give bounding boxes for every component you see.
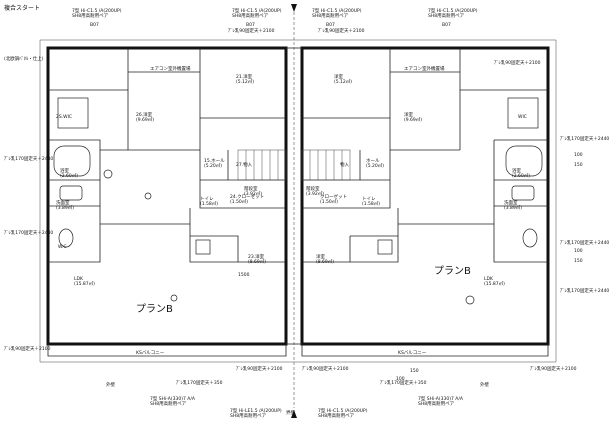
left-stair-label: 階段室(3.92㎡) <box>244 185 262 197</box>
right-side-dim-2: ｱﾞﾚ乳170固定天＋2440 <box>560 239 609 246</box>
top-window-labels: 7型 Hi-C1.5 /A(200UP)SH8用高耐用ペア B07 7型 Hi-… <box>4 7 541 66</box>
toilet-right <box>522 228 538 248</box>
balcony-right: KSバルコニー <box>398 350 427 356</box>
bottom-dim-1: ｱﾞﾚ乳170固定天＋350 <box>176 379 223 386</box>
left-plan-name: プランB <box>136 303 173 315</box>
right-room-mid: 洋室(9.69㎡) <box>404 111 422 123</box>
left-room-23: 23.洋室(8.69㎡) <box>248 253 266 265</box>
top-dim-1: ｱﾞﾚ乳90固定天＋2100 <box>228 27 275 34</box>
top-sub-2: B07 <box>246 22 255 28</box>
top-label-1: 7型 Hi-C1.5 /A(200UP)SH8用高耐用ペア <box>72 7 122 19</box>
top-right-dim: ｱﾞﾚ乳90固定天＋2100 <box>494 59 541 66</box>
right-stair <box>301 149 351 181</box>
right-bath: 浴室(2.60㎡) <box>512 167 530 179</box>
sink-right <box>377 239 393 255</box>
right-aircon-label: エアコン室外機置場 <box>404 65 445 72</box>
right-room-labels: エアコン室外機置場 洋室(5.12㎡) 洋室(9.69㎡) ホール(5.20㎡)… <box>306 65 530 287</box>
balcony-left: KSバルコニー <box>136 350 165 356</box>
bathtub-left <box>53 145 91 177</box>
right-unit-fixtures <box>377 97 543 305</box>
top-sub-4: B07 <box>442 22 451 28</box>
wic-right <box>507 97 539 129</box>
left-storage: 27.物入 <box>236 161 253 168</box>
bathtub-right <box>505 145 543 177</box>
right-stair-label: 階段室(3.92㎡) <box>306 185 324 197</box>
right-room-top: 洋室(5.12㎡) <box>334 73 352 85</box>
top-left-note: (北欧調ﾊﾟﾈﾙ・仕上) <box>4 55 44 62</box>
left-room-labels: エアコン室外機置場 21.洋室(5.12㎡) 2S.WIC 26.洋室(9.69… <box>56 65 266 315</box>
left-unit-fixtures <box>53 97 211 302</box>
top-dim-2: ｱﾞﾚ乳90固定天＋2100 <box>318 27 365 34</box>
left-stair <box>237 149 287 181</box>
left-wc: W.C <box>58 244 67 250</box>
top-label-2: 7型 Hi-C1.5 /A(200UP)SH8用高耐用ペア <box>232 7 282 19</box>
right-mark-2: 150 <box>574 162 583 168</box>
line-1500: 1500 <box>238 272 250 278</box>
center-axis-marker-top <box>291 4 297 12</box>
top-label-4: 7型 Hi-C1.5 /A(200UP)SH8用高耐用ペア <box>428 7 478 19</box>
left-ldk: LDK(15.87㎡) <box>74 276 95 287</box>
bottom-label-2: 7型 Hi-LE1.5 /A(200UP)SH8用高耐用ペア <box>230 407 282 419</box>
right-wic: WIC <box>518 114 527 120</box>
balcony-dim-left: ｱﾞﾚ乳90固定天＋2100 <box>236 365 283 372</box>
top-sub-1: B07 <box>90 22 99 28</box>
bottom-label-3: 7型 Hi-C1.5 /A(200UP)SH8用高耐用ペア <box>318 407 368 419</box>
right-ldk: LDK(15.87㎡) <box>484 276 505 287</box>
outer-wall-right: 外壁 <box>480 381 489 388</box>
right-mark-3: 100 <box>574 248 583 254</box>
left-aircon-label: エアコン室外機置場 <box>150 65 191 72</box>
corner-note: 複合スタート <box>4 4 40 12</box>
left-side-dim-2: ｱﾞﾚ乳170固定天＋2440 <box>4 229 53 236</box>
right-hall: ホール(5.20㎡) <box>366 158 384 169</box>
toilet-left <box>58 228 74 248</box>
left-hall: 15.ホール(5.20㎡) <box>204 158 225 169</box>
left-toilet: トイレ(1.58㎡) <box>200 197 218 207</box>
right-plan-name: プランB <box>434 265 471 277</box>
left-wash: 洗面室(3.89㎡) <box>56 199 74 211</box>
center-axis-marker-bottom <box>291 410 297 418</box>
right-mark-1: 100 <box>574 152 583 158</box>
right-storage: 物入 <box>340 161 349 168</box>
right-bottom-dim: ｱﾞﾚ乳90固定天＋2100 <box>530 365 577 372</box>
label-150: 150 <box>410 368 419 374</box>
right-closet: クローゼット(1.50㎡) <box>320 193 347 205</box>
right-toilet: トイレ(1.58㎡) <box>362 197 380 207</box>
outer-wall-left: 外壁 <box>106 381 115 388</box>
right-mark-4: 150 <box>574 258 583 264</box>
left-bath: 浴室(2.60㎡) <box>60 167 78 179</box>
left-bottom-dim: ｱﾞﾚ乳90固定天＋2100 <box>4 345 51 352</box>
left-side-dim-1: ｱﾞﾚ乳170固定天＋2440 <box>4 155 53 162</box>
label-100: 100 <box>396 376 405 382</box>
center-mark-bottom: 界壁 <box>286 409 295 416</box>
right-unit-walls <box>302 48 548 263</box>
left-closet: 24.クローゼット(1.50㎡) <box>230 193 264 205</box>
left-room-21: 21.洋室(5.12㎡) <box>236 73 254 85</box>
wash-basin-left <box>59 185 83 201</box>
balcony-band <box>47 344 549 357</box>
left-room-wic-upper: 2S.WIC <box>56 114 72 120</box>
right-side-dim-3: ｱﾞﾚ乳170固定天＋2440 <box>560 287 609 294</box>
sink-left <box>195 239 211 255</box>
wash-basin-right <box>511 185 535 201</box>
balcony-dim-right: ｱﾞﾚ乳90固定天＋2100 <box>302 365 349 372</box>
right-wash: 洗面室(3.89㎡) <box>504 199 522 211</box>
top-sub-3: B07 <box>326 22 335 28</box>
wic-left <box>57 97 89 129</box>
bottom-dim-2: ｱﾞﾚ乳170固定天＋350 <box>380 379 427 386</box>
top-label-3: 7型 Hi-C1.5 /A(200UP)SH8用高耐用ペア <box>312 7 362 19</box>
right-side-dim-1: ｱﾞﾚ乳170固定天＋2440 <box>560 135 609 142</box>
left-room-26: 26.洋室(9.69㎡) <box>136 111 154 123</box>
right-room-low: 洋室(8.69㎡) <box>316 253 334 265</box>
left-unit-walls <box>48 48 286 263</box>
